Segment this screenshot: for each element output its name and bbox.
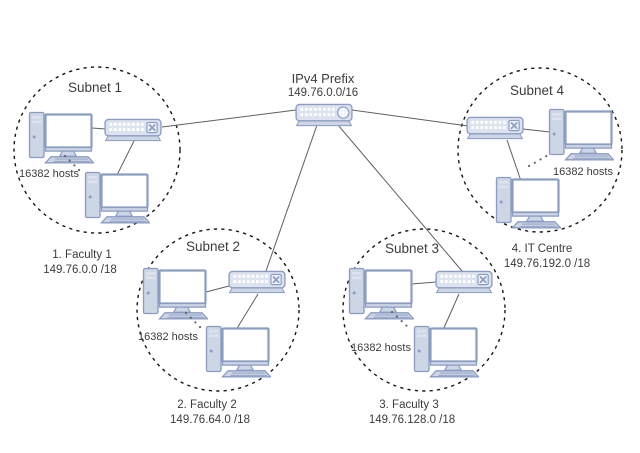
link-s1-pc1-switch: [91, 127, 107, 130]
ipv4-prefix-label: IPv4 Prefix: [292, 71, 355, 86]
subnet-4-title: Subnet 4: [510, 83, 565, 98]
link-s3-switch-pc2: [442, 293, 460, 331]
link-s2-pc1-switch: [205, 285, 230, 293]
link-router-subnet4: [351, 109, 469, 127]
ellipsis-dots: [63, 154, 84, 175]
subnet-2-title: Subnet 2: [186, 239, 240, 254]
subnet-3-group: Subnet 3 16382 hosts 3. Faculty 3 149.76…: [348, 241, 493, 426]
subnet-3-cidr: 149.76.128.0 /18: [369, 414, 455, 426]
desktop-computer-icon: [28, 111, 94, 164]
subnet-4-hosts-label: 16382 hosts: [553, 166, 613, 178]
subnet-3-title: Subnet 3: [385, 241, 439, 256]
subnet-2-boundary: [136, 228, 300, 392]
ellipsis-dots: [390, 310, 412, 331]
subnet-1-hosts-label: 16382 hosts: [19, 168, 79, 180]
ipv4-prefix-cidr: 149.76.0.0/16: [288, 87, 358, 99]
subnet-2-cidr: 149.76.64.0 /18: [170, 414, 250, 426]
subnet-3-boundary: [342, 228, 506, 392]
subnet-4-group: Subnet 4 16382 hosts 4. IT Centre 149.76…: [466, 83, 614, 270]
subnet-1-caption: 1. Faculty 1: [52, 249, 111, 261]
router-icon: [295, 103, 353, 128]
desktop-computer-icon: [142, 267, 208, 320]
link-s4-switch-pc2: [506, 139, 522, 182]
desktop-computer-icon: [205, 325, 271, 378]
subnet-2-hosts-label: 16382 hosts: [138, 331, 198, 343]
subnet-1-title: Subnet 1: [68, 80, 122, 95]
subnet-1-boundary: [13, 66, 181, 234]
link-router-subnet3: [337, 124, 463, 272]
desktop-computer-icon: [84, 171, 150, 224]
subnet-3-caption: 3. Faculty 3: [379, 399, 438, 411]
subnet-4-boundary: [457, 67, 623, 233]
desktop-computer-icon: [348, 267, 414, 320]
subnet-4-cidr: 149.76.192.0 /18: [504, 258, 590, 270]
subnet-1-cidr: 149.76.0.0 /18: [43, 264, 117, 276]
subnet-1-group: Subnet 1 16382 hosts 1. Faculty 1 149.76…: [19, 80, 162, 276]
desktop-computer-icon: [495, 176, 561, 229]
subnet-4-caption: 4. IT Centre: [512, 243, 573, 255]
subnet-2-caption: 2. Faculty 2: [177, 399, 236, 411]
switch-icon: [104, 118, 162, 143]
switch-icon: [228, 270, 286, 295]
link-s3-pc1-switch: [411, 281, 437, 285]
subnet-2-group: Subnet 2 16382 hosts 2. Faculty 2 149.76…: [138, 239, 286, 426]
switch-icon: [435, 270, 493, 295]
switch-icon: [466, 116, 524, 141]
ellipsis-dots: [527, 152, 552, 168]
desktop-computer-icon: [413, 325, 479, 378]
link-s1-switch-pc2: [116, 140, 135, 176]
link-s4-switch-pc1: [522, 128, 551, 133]
link-router-subnet2: [265, 124, 318, 272]
desktop-computer-icon: [548, 108, 614, 161]
subnet-3-hosts-label: 16382 hosts: [351, 342, 411, 354]
link-s2-switch-pc2: [235, 293, 259, 331]
core-router-group: IPv4 Prefix 149.76.0.0/16: [288, 71, 358, 128]
ellipsis-dots: [184, 311, 204, 331]
link-router-subnet1: [161, 109, 297, 128]
